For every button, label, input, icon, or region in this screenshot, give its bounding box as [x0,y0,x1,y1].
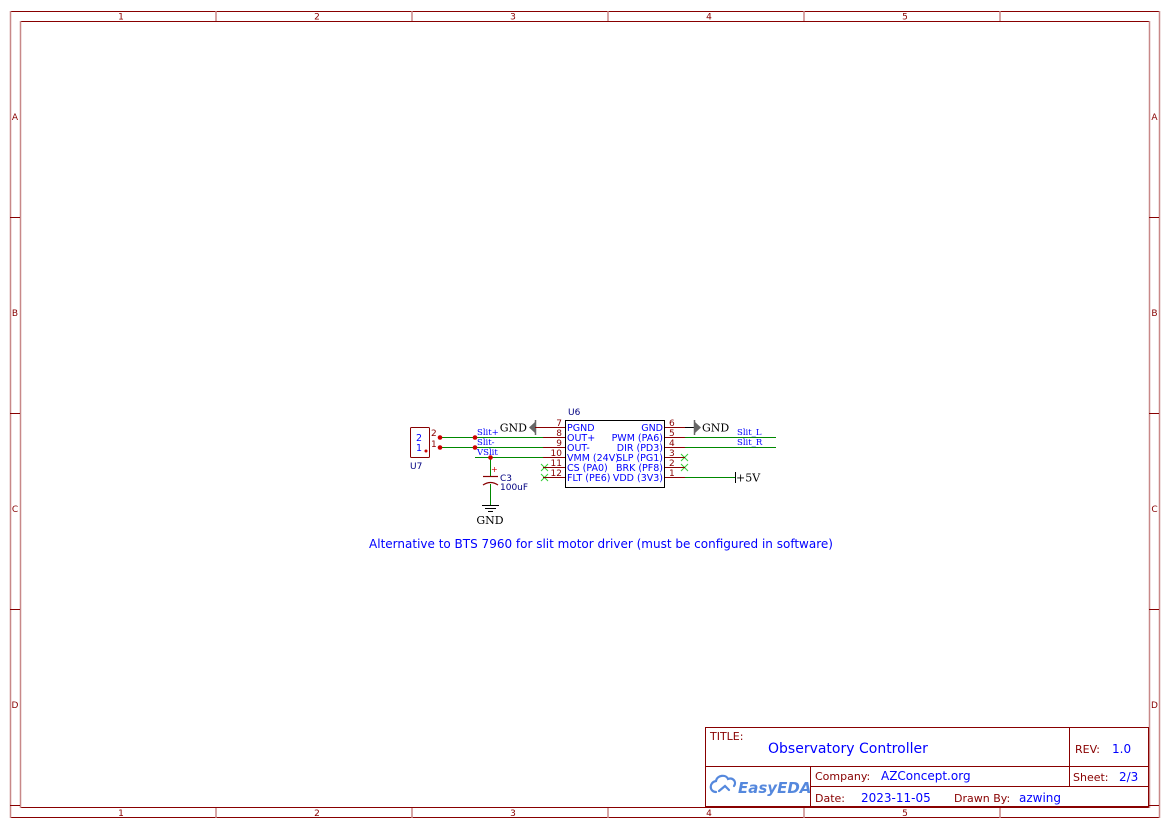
u6-pin-1-num: 1 [669,469,675,479]
gnd-symbol-left: GND [500,420,543,435]
row-label-a-right: A [1151,113,1158,123]
row-label-c: C [12,505,18,515]
col-label-1: 1 [118,13,124,23]
u7-pin-2-name: 2 [416,433,422,444]
col-label-4: 4 [706,13,712,23]
gnd-label-right: GND [702,422,729,435]
sheet-value: 2/3 [1119,770,1138,784]
date-label: Date: [815,792,845,805]
power-5v-symbol: +5V [735,472,761,485]
easyeda-logo-text: EasyEDA [738,779,811,797]
title-block: TITLE: Observatory Controller REV: 1.0 C… [705,727,1149,807]
u6-pin-11-num: 11 [551,459,562,469]
u7-pin-1-name: 1 [416,443,422,454]
capacitor-c3[interactable]: + C3 100uF [482,465,528,493]
u6-pin-slp: SLP (PG1) [616,453,663,464]
row-label-d-right: D [1151,701,1158,711]
col-label-5-bottom: 5 [902,809,908,819]
u6-ref: U6 [568,408,581,418]
c3-ref: C3 [500,474,512,484]
company-value: AZConcept.org [881,769,971,783]
easyeda-logo: EasyEDA [709,774,811,797]
connector-u7[interactable]: 2 1 2 1 U7 [410,427,437,473]
u6-pin-flt: FLT (PE6) [567,473,610,484]
u6-pin-vmm: VMM (24V) [567,453,619,464]
gnd-symbol-right: GND [685,420,729,435]
u6-pin-8-num: 8 [556,429,562,439]
cloud-icon [709,774,737,794]
u6-pin-6-num: 6 [669,419,675,429]
drawn-by-label: Drawn By: [954,792,1010,805]
u7-pin-2-num: 2 [431,429,437,439]
sheet-frame: 1 2 3 4 5 1 2 3 4 5 A B C D A B C D [9,11,1161,819]
net-label-slit-minus: Slit- [477,438,495,448]
u6-pin-9-num: 9 [556,439,562,449]
c3-polarity-plus: + [491,465,498,474]
gnd-label-left: GND [500,422,527,435]
net-label-vslit: VSlit [476,448,498,458]
title-value: Observatory Controller [768,741,928,757]
wires [440,437,776,505]
net-label-slit-plus: Slit+ [477,428,499,438]
col-label-5: 5 [902,13,908,23]
row-label-b: B [12,309,18,319]
u6-pin-5-num: 5 [669,429,675,439]
u6-pin-pwm: PWM (PA6) [612,433,663,444]
u6-pin-gnd: GND [641,423,663,434]
c3-value: 100uF [500,483,528,493]
col-label-4-bottom: 4 [706,809,712,819]
net-label-slit-l: Slit_L [737,428,762,438]
u6-pin-3-num: 3 [669,449,675,459]
col-label-2: 2 [314,13,320,23]
company-label: Company: [815,770,870,783]
title-label: TITLE: [709,730,743,743]
row-label-a: A [12,113,19,123]
ic-u6[interactable]: U6 7 8 9 10 11 12 PGND OUT+ OUT- VMM [543,408,685,488]
u6-pin-out-plus: OUT+ [567,433,595,444]
u6-pin-pgnd: PGND [567,423,595,434]
row-label-c-right: C [1151,505,1157,515]
u6-pin-out-minus: OUT- [567,443,590,454]
u6-pin-cs: CS (PA0) [567,463,608,474]
col-label-1-bottom: 1 [118,809,124,819]
u7-ref: U7 [410,462,422,472]
rev-label: REV: [1075,743,1100,756]
u6-pin-12-num: 12 [551,469,562,479]
u6-pin-dir: DIR (PD3) [617,443,663,454]
schematic-note: Alternative to BTS 7960 for slit motor d… [369,537,833,551]
u6-pin-brk: BRK (PF8) [616,463,663,474]
u6-pin-7-num: 7 [556,419,562,429]
row-label-d: D [12,701,19,711]
u6-pin-2-num: 2 [669,459,675,469]
junctions [437,435,493,460]
u7-pin-1-num: 1 [431,440,437,450]
date-value: 2023-11-05 [861,791,931,805]
power-5v-label: +5V [736,472,761,485]
rev-value: 1.0 [1112,742,1131,756]
gnd-symbol-cap: GND [476,505,504,527]
col-label-3-bottom: 3 [510,809,516,819]
drawn-by-value: azwing [1019,791,1061,805]
u6-pin-4-num: 4 [669,439,675,449]
col-label-3: 3 [510,13,516,23]
u6-pin-10-num: 10 [551,449,563,459]
sheet-label: Sheet: [1073,771,1109,784]
u6-pin-vdd: VDD (3V3) [613,473,663,484]
net-label-slit-r: Slit_R [737,438,763,448]
u7-pin1-marker [424,449,428,453]
gnd-label-cap: GND [476,514,503,527]
col-label-2-bottom: 2 [314,809,320,819]
row-label-b-right: B [1151,309,1157,319]
